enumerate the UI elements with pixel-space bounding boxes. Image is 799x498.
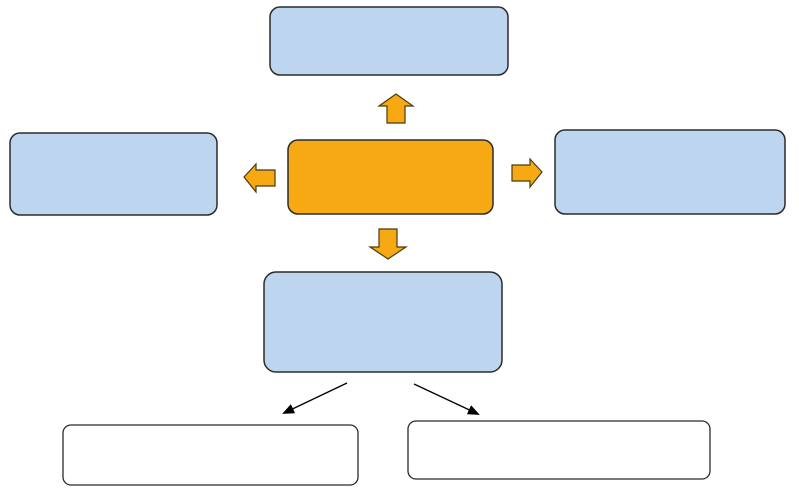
center-box-group [287, 139, 494, 215]
block-arrow-right [511, 157, 543, 189]
leaf-left-box [62, 424, 359, 486]
left-box [9, 132, 218, 216]
leaf-left-group [62, 424, 359, 486]
right-box-group [554, 129, 786, 215]
top-box [269, 6, 509, 76]
bottom-box [263, 271, 503, 373]
line-arrow-to-leaf-left [282, 382, 348, 414]
left-box-group [9, 132, 218, 216]
bottom-box-group [263, 271, 503, 373]
right-box [554, 129, 786, 215]
block-arrow-left [243, 162, 276, 194]
top-box-group [269, 6, 509, 76]
block-arrow-up [377, 93, 415, 124]
center-box [287, 139, 494, 215]
line-arrow-to-leaf-right [413, 383, 480, 415]
leaf-right-group [407, 420, 711, 480]
leaf-right-box [407, 420, 711, 480]
block-arrow-down [368, 228, 408, 260]
